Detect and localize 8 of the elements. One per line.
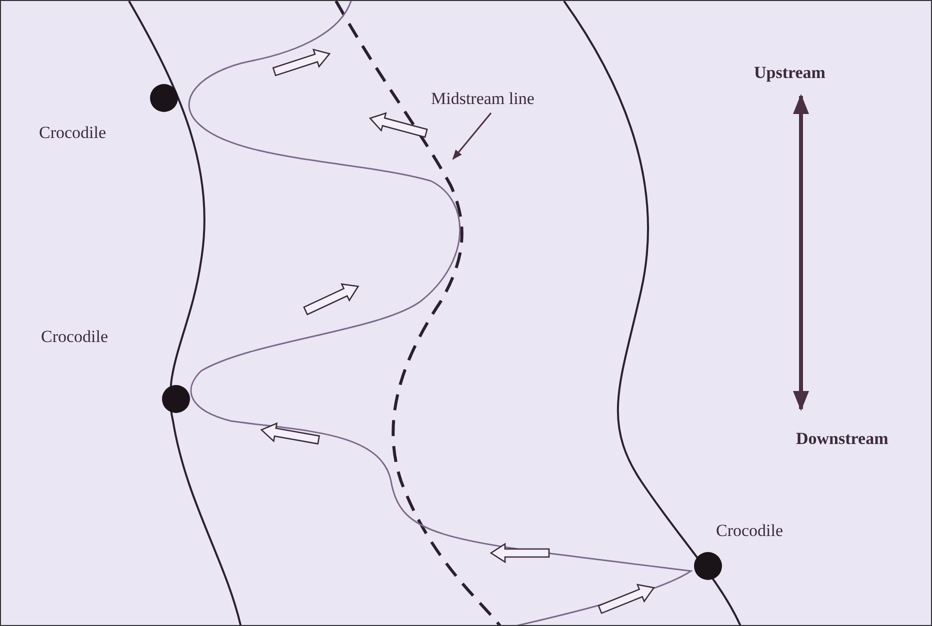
midstream-dashed-line [334,1,502,625]
animal-label: Crocodile [41,327,108,347]
direction-label: Downstream [796,429,888,449]
callout-label: Midstream line [431,89,534,109]
animal-label: Crocodile [716,521,784,541]
leader-line [452,112,492,160]
animal-label: Crocodile [39,123,106,143]
direction-label: Upstream [754,63,826,83]
